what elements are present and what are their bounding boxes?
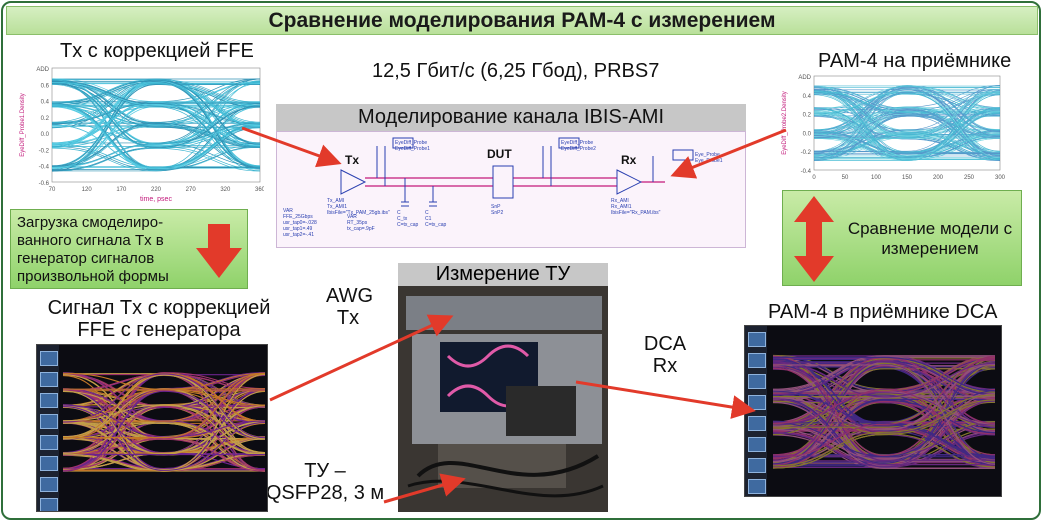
- ibis-ami-header: Моделирование канала IBIS-AMI: [276, 104, 746, 131]
- pam4-rx-label: PAM-4 на приёмнике: [818, 50, 1012, 72]
- tx-eye-xtick: 220: [151, 187, 162, 193]
- rx-eye-xtick: 0: [812, 175, 816, 181]
- tx-eye-xtick: 270: [186, 187, 197, 193]
- tx-eye-ytick: ADD: [36, 67, 49, 73]
- upload-signal-text: Загрузка смоделиро-ванного сигнала Tx в …: [17, 214, 169, 285]
- dca-rx-label: DCA Rx: [643, 333, 687, 377]
- tx-eye-xtick: 70: [49, 187, 56, 193]
- rx-eye-ylabel: EyeDiff_Probe2.Density: [782, 91, 788, 155]
- meas-du-header: Измерение ТУ: [398, 263, 608, 286]
- tx-eye-ytick: 0.4: [41, 100, 50, 106]
- tx-eye-ytick: -0.2: [39, 148, 50, 154]
- du-qsfp-label: ТУ – QSFP28, 3 м: [265, 460, 385, 504]
- schem-rx-label: Rx: [621, 153, 637, 167]
- rx-eye-ytick: 0.0: [803, 131, 812, 137]
- tx-eye-ytick: 0.0: [41, 132, 50, 138]
- updown-arrow-icon: [794, 196, 834, 282]
- tx-eye-ytick: -0.6: [39, 181, 50, 187]
- gen-tx-label: Сигнал Tx с коррекцией FFE с генератора: [47, 297, 271, 341]
- rx-eye-xtick: 250: [964, 175, 975, 181]
- rx-eye-xtick: 200: [933, 175, 944, 181]
- schem-dut-label: DUT: [487, 147, 512, 161]
- tx-eye-xtick: 120: [82, 187, 93, 193]
- measurement-photo: [398, 286, 608, 512]
- down-arrow-icon: [196, 224, 242, 278]
- tx-eye-ytick: -0.4: [39, 165, 50, 171]
- rx-eye-ytick: -0.2: [801, 150, 812, 156]
- tx-eye-xtick: 320: [220, 187, 231, 193]
- tx-eye-ytick: 0.6: [41, 83, 50, 89]
- tx-eye-ylabel: EyeDiff_Probe1.Density: [20, 93, 26, 157]
- rx-eye-ytick: ADD: [798, 75, 811, 81]
- generator-screenshot: [36, 344, 268, 512]
- rx-eye-xtick: 100: [871, 175, 882, 181]
- awg-tx-label: AWG Tx: [326, 285, 374, 329]
- schem-tx-label: Tx: [345, 153, 359, 167]
- figure-title: Сравнение моделирования PAM-4 с измерени…: [6, 6, 1038, 35]
- upload-signal-box: Загрузка смоделиро-ванного сигнала Tx в …: [10, 209, 248, 289]
- rx-eye-xtick: 50: [842, 175, 849, 181]
- rx-eye-xtick: 150: [902, 175, 913, 181]
- tx-eye-xtick: 360: [255, 187, 264, 193]
- dca-screenshot: [744, 325, 1002, 497]
- rx-eye-xtick: 300: [995, 175, 1006, 181]
- rate-label: 12,5 Гбит/с (6,25 Гбод), PRBS7: [372, 60, 660, 82]
- tx-eye-xlabel: time, psec: [140, 196, 172, 203]
- tx-eye-xtick: 170: [116, 187, 127, 193]
- rx-eye-ytick: -0.4: [801, 169, 812, 175]
- rx-eye-ytick: 0.2: [803, 113, 812, 119]
- tx-ffe-label: Tx с коррекцией FFE: [60, 40, 254, 62]
- tx-eye-ytick: 0.2: [41, 116, 50, 122]
- rx-eye-ytick: 0.4: [803, 94, 812, 100]
- compare-text: Сравнение модели с измерением: [847, 219, 1013, 258]
- pam4-dca-label: PAM-4 в приёмнике DCA: [768, 301, 998, 323]
